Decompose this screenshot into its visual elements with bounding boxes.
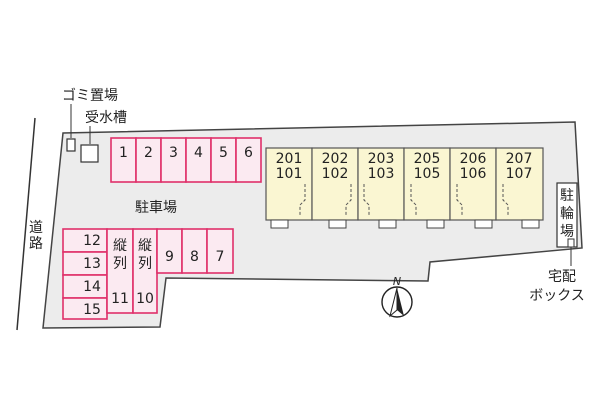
unit-block-205-105 [403,147,451,221]
parking-number: 1 [119,145,128,161]
parking-number: 15 [83,302,101,318]
parking-number: 9 [165,249,174,265]
parking-number: 14 [83,279,101,295]
unit-entrance [378,219,397,229]
parking-number: 2 [144,145,153,161]
unit-lower-number: 106 [460,166,487,182]
unit-upper-number: 207 [506,151,533,167]
unit-block-201-101 [265,147,313,221]
unit-entrance [474,219,493,229]
unit-entrance [521,219,540,229]
tandem-label-char: 列 [113,256,127,272]
parking-label: 駐車場 [135,199,177,216]
delivery-box-label-line2: ボックス [529,288,585,304]
road-edge-line [16,117,36,331]
unit-upper-number: 202 [322,151,349,167]
parking-number: 5 [219,145,228,161]
unit-entrance [426,219,445,229]
building: 201 101 202 102 203 103 205 105 206 106 … [265,147,544,229]
unit-block-206-106 [449,147,497,221]
parking-slot-7 [206,228,234,274]
unit-upper-number: 201 [276,151,303,167]
road-label-char-2: 路 [29,236,43,252]
parking-row-middle: 9 8 7 [156,228,234,274]
unit-lower-number: 102 [322,166,349,182]
bicycle-parking [556,182,578,248]
parking-number: 11 [111,291,129,307]
parking-number: 13 [83,256,101,272]
road-label-char-1: 道 [29,220,43,236]
tandem-label-char: 縦 [113,238,127,254]
unit-lower-number: 103 [368,166,395,182]
stair-lines [299,184,509,216]
parking-slot-2 [135,137,162,183]
parking-slot-9 [156,228,183,274]
water-tank [80,144,99,163]
parking-number: 10 [136,291,154,307]
parking-number: 6 [244,145,253,161]
parking-number: 7 [216,249,225,265]
parking-number: 8 [190,249,199,265]
bicycle-parking-label-char: 輪 [560,205,574,222]
unit-lower-number: 107 [506,166,533,182]
unit-block-207-107 [495,147,544,221]
unit-upper-number: 203 [368,151,395,167]
compass-label: N [393,275,401,288]
unit-lower-number: 101 [276,166,303,182]
unit-lower-number: 105 [414,166,441,182]
garbage-area [66,138,76,152]
parking-slot-6 [235,137,262,183]
tandem-label-char: 列 [138,256,152,272]
bicycle-parking-label-char: 場 [560,224,574,240]
north-compass-icon: N [381,275,413,318]
water-tank-label: 受水槽 [85,110,127,126]
delivery-box-label-line1: 宅配 [548,269,576,285]
unit-upper-number: 205 [414,151,441,167]
garbage-label: ゴミ置場 [62,87,118,104]
unit-block-202-102 [311,147,359,221]
parking-number: 12 [83,233,101,249]
parking-number: 4 [194,145,203,161]
parking-row-top: 1 2 3 4 5 6 [110,137,262,183]
tandem-label-char: 縦 [138,238,152,254]
parking-tandem: 縦 列 11 縦 列 10 [106,228,158,314]
unit-upper-number: 206 [460,151,487,167]
unit-entrance [270,219,289,229]
parking-slot-tandem-10 [132,228,158,314]
unit-block-203-103 [357,147,405,221]
unit-entrance [328,219,347,229]
parking-column-left: 12 13 14 15 [62,228,108,320]
bicycle-parking-label-char: 駐 [560,188,574,204]
parking-slot-1 [110,137,137,183]
delivery-box [567,238,575,248]
parking-number: 3 [169,145,178,161]
